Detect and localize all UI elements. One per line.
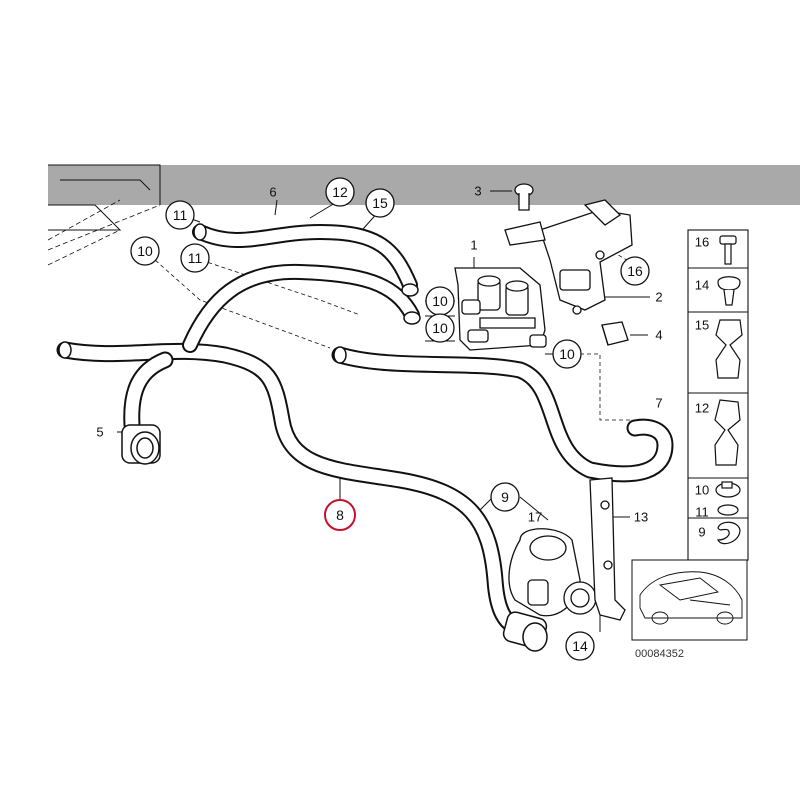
holder-13[interactable] [589, 477, 626, 621]
bracket-2[interactable] [539, 199, 633, 315]
label-4[interactable]: 4 [655, 328, 662, 343]
part-labels: 6 1 3 2 4 7 5 17 13 [96, 184, 662, 525]
clamp-12-icon [714, 399, 741, 466]
label-7[interactable]: 7 [655, 396, 662, 411]
svg-text:12: 12 [332, 184, 348, 200]
hose-ends [58, 223, 421, 364]
reference-number: 00084352 [635, 648, 684, 660]
label-17[interactable]: 17 [528, 510, 542, 525]
svg-text:11: 11 [173, 207, 188, 223]
clip-9-icon [717, 521, 741, 545]
callout-16[interactable]: 16 [620, 256, 650, 286]
callout-10a[interactable]: 10 [130, 236, 160, 266]
bulkhead-outline [48, 164, 161, 231]
svg-text:8: 8 [336, 507, 344, 523]
legend-15[interactable]: 15 [695, 318, 709, 333]
label-1[interactable]: 1 [470, 238, 477, 253]
hose-connector-8 [502, 611, 548, 652]
bolt-16-icon [719, 235, 737, 265]
svg-text:16: 16 [627, 263, 643, 279]
callout-10c[interactable]: 10 [425, 313, 455, 343]
callouts: 11 12 15 10 11 10 10 10 16 9 14 8 [130, 177, 650, 661]
callout-11a[interactable]: 11 [165, 200, 195, 230]
svg-text:10: 10 [432, 320, 448, 336]
valve-unit-1[interactable] [454, 267, 547, 351]
hose-7[interactable] [331, 346, 674, 483]
callout-9[interactable]: 9 [490, 482, 520, 512]
callout-10b[interactable]: 10 [425, 286, 455, 316]
spring-clip-11-icon [717, 504, 739, 516]
callout-12[interactable]: 12 [325, 177, 355, 207]
svg-text:11: 11 [188, 250, 203, 266]
car-icon [639, 571, 743, 625]
svg-text:10: 10 [559, 346, 575, 362]
clip-14-icon [717, 276, 741, 306]
label-13[interactable]: 13 [634, 510, 648, 525]
svg-text:14: 14 [572, 638, 588, 654]
callout-14[interactable]: 14 [565, 631, 595, 661]
svg-text:10: 10 [432, 293, 448, 309]
legend-9[interactable]: 9 [698, 525, 705, 540]
callout-11b[interactable]: 11 [180, 243, 210, 273]
hose-5[interactable] [123, 351, 174, 434]
callout-10d[interactable]: 10 [552, 339, 582, 369]
hose-11[interactable] [182, 263, 420, 353]
bulkhead-band [48, 165, 800, 205]
hose-clamp-10-icon [715, 481, 741, 498]
water-pump-17[interactable] [508, 528, 597, 617]
label-6[interactable]: 6 [269, 185, 276, 200]
legend-10[interactable]: 10 [695, 483, 709, 498]
hose-connector-5 [121, 424, 161, 465]
hose-6[interactable] [192, 223, 418, 293]
vehicle-thumbnail: 00084352 [631, 559, 748, 660]
label-2[interactable]: 2 [655, 290, 662, 305]
legend-14[interactable]: 14 [695, 278, 709, 293]
svg-text:10: 10 [137, 243, 153, 259]
legend-16[interactable]: 16 [695, 235, 709, 250]
callout-8[interactable]: 8 [324, 499, 356, 531]
screw-3[interactable] [504, 183, 546, 246]
legend-11[interactable]: 11 [695, 505, 709, 520]
clamp-15-icon [715, 319, 743, 379]
grommet-4[interactable] [601, 321, 629, 346]
label-5[interactable]: 5 [96, 425, 103, 440]
legend-labels: 16 14 15 12 10 11 9 [695, 235, 709, 540]
callout-15[interactable]: 15 [365, 188, 395, 218]
background-panel-lines [47, 199, 161, 266]
label-3[interactable]: 3 [474, 184, 481, 199]
svg-text:9: 9 [501, 489, 509, 505]
legend-12[interactable]: 12 [695, 401, 709, 416]
legend-icons [714, 235, 743, 545]
svg-text:15: 15 [372, 195, 388, 211]
